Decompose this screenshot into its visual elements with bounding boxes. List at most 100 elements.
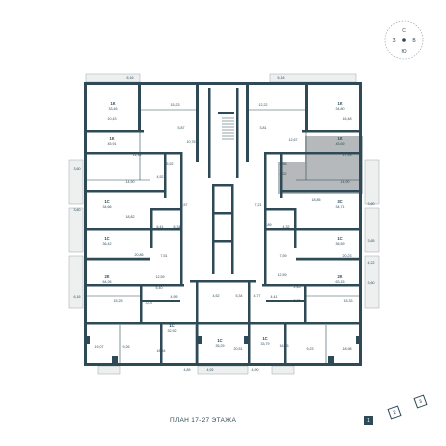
- room-area: 4,22: [368, 261, 375, 265]
- apartment-type: 1С: [104, 199, 109, 204]
- apartment-type: 1С: [104, 236, 109, 241]
- compass-north: С: [402, 28, 406, 34]
- room-area: 6,16: [74, 295, 81, 299]
- room-area: 4,90: [252, 368, 259, 372]
- room-area: 6,16: [127, 76, 134, 80]
- room-area: 18,82: [126, 215, 135, 219]
- room-area: 12,59: [278, 273, 287, 277]
- room-area: 9,26: [123, 345, 130, 349]
- room-area: 3,81: [260, 126, 267, 130]
- room-area: 4,52: [157, 175, 164, 179]
- room-area: 3,60: [368, 202, 375, 206]
- balcony: [364, 207, 380, 253]
- balcony: [68, 255, 84, 309]
- room-area: 7,59: [280, 254, 287, 258]
- room-area: 18,54: [157, 349, 166, 353]
- room-area: 4,52: [213, 294, 220, 298]
- apartment-type: 2К: [338, 274, 343, 279]
- room-area: 5,40: [156, 286, 163, 290]
- room-area: 11,39: [133, 153, 142, 157]
- room-labels: 6,16 6,16 10,43 15,23 12,22 16,48 5,87 3…: [74, 76, 375, 372]
- apartment-type: 2К: [105, 274, 110, 279]
- room-area: 15,23: [171, 103, 180, 107]
- room-area: 14,90: [126, 180, 135, 184]
- apartment-area: 36,59: [336, 242, 345, 246]
- apartment-area: 34,66: [103, 205, 112, 209]
- room-area: 14,90: [341, 180, 350, 184]
- balcony: [68, 159, 84, 205]
- walls: [84, 82, 362, 366]
- room-area: 2,45: [294, 285, 301, 289]
- compass-south: Ю: [401, 49, 406, 55]
- room-area: 3,65: [368, 239, 375, 243]
- apartment-area: 36,42: [103, 242, 112, 246]
- room-area: 15,25: [114, 299, 123, 303]
- apartment-type: 1С: [262, 336, 267, 341]
- room-area: 16,48: [343, 117, 352, 121]
- room-area: 10,76: [187, 140, 196, 144]
- room-area: 12,59: [156, 275, 165, 279]
- apartment-area: 64,26: [103, 280, 112, 284]
- balcony: [364, 159, 380, 205]
- apartment-type: 1К: [338, 136, 343, 141]
- room-area: 18,98: [343, 347, 352, 351]
- room-area: 19,07: [95, 345, 104, 349]
- room-area: 7,21: [255, 203, 262, 207]
- apartment-type: 1К: [111, 101, 116, 106]
- stairs: [222, 117, 234, 140]
- room-area: 16,35: [280, 344, 289, 348]
- apartment-type: 1К: [338, 101, 343, 106]
- room-area: 7,57: [181, 203, 188, 207]
- apartment-type: 1С: [169, 323, 174, 328]
- room-area: 10,43: [108, 117, 117, 121]
- room-area: 12,67: [289, 138, 298, 142]
- room-area: 4,95: [171, 295, 178, 299]
- room-area: 12,22: [259, 103, 268, 107]
- compass-icon: С Ю З В: [384, 20, 424, 60]
- compass-east: В: [412, 38, 416, 44]
- room-area: 4,92: [207, 368, 214, 372]
- apartment-type: 1С: [217, 338, 222, 343]
- balcony: [68, 207, 84, 253]
- apartment-area: 63,15: [336, 280, 345, 284]
- floor-plan-title: ПЛАН 17-27 ЭТАЖА: [170, 417, 237, 424]
- room-area: 3,60: [368, 281, 375, 285]
- room-area: 3,07: [146, 301, 153, 305]
- apartment-area: 45,91: [108, 142, 117, 146]
- floor-tab-1[interactable]: 1: [364, 416, 373, 425]
- highlighted-apartment[interactable]: [305, 136, 363, 162]
- room-area: 20,85: [135, 253, 144, 257]
- room-area: 4,89: [265, 223, 272, 227]
- room-area: 4,77: [254, 294, 261, 298]
- apartment-area: 32,92: [168, 329, 177, 333]
- apartment-type: 3С: [337, 199, 342, 204]
- room-area: 3,56: [280, 162, 287, 166]
- room-area: 3,60: [74, 208, 81, 212]
- room-area: 20,51: [234, 347, 243, 351]
- highlighted-apartment-part[interactable]: [278, 162, 363, 194]
- apartment-type: 1С: [337, 236, 342, 241]
- compass-west: З: [392, 38, 395, 44]
- room-area: 4,32: [280, 172, 287, 176]
- room-area: 4,89: [184, 368, 191, 372]
- room-area: 9,23: [307, 347, 314, 351]
- room-area: 20,23: [343, 254, 352, 258]
- room-area: 3,05: [294, 299, 301, 303]
- balcony: [271, 365, 295, 375]
- room-area: 17,39: [343, 153, 352, 157]
- apartment-type: 1К: [110, 136, 115, 141]
- room-area: 5,52: [167, 162, 174, 166]
- balcony: [97, 365, 121, 375]
- room-area: 6,41: [157, 225, 164, 229]
- balcony: [197, 365, 249, 375]
- apartment-area: 34,80: [336, 107, 345, 111]
- room-area: 6,34: [174, 225, 181, 229]
- room-area: 18,85: [312, 198, 321, 202]
- apartment-area: 33,46: [109, 107, 118, 111]
- room-area: 5,34: [236, 294, 243, 298]
- room-area: 4,32: [283, 225, 290, 229]
- room-area: 3,60: [74, 167, 81, 171]
- apartment-area: 34,71: [336, 205, 345, 209]
- apartment-area: 45,69: [336, 142, 345, 146]
